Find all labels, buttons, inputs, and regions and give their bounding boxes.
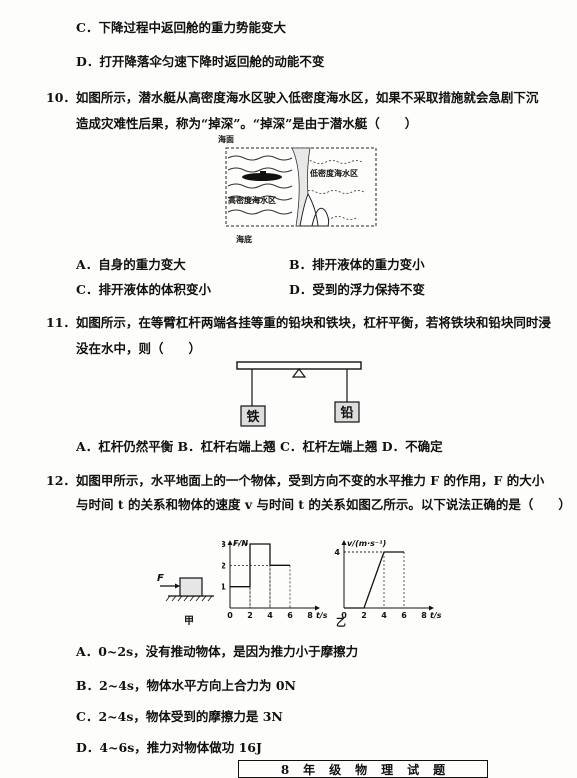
y-tick-label: 4: [334, 548, 340, 557]
q12-graphs: F/N t/s 0 2 4 6 8 1 2 3 v/(m·s⁻¹) t/s 0 2 4 6 8 4 乙: [222, 539, 442, 629]
q12-option-a: A．0~2s，没有推动物体，是因为推力小于摩擦力: [76, 644, 359, 659]
x-tick-label: 4: [267, 611, 273, 620]
series-line: [344, 551, 404, 609]
q11-options: A．杠杆仍然平衡 B．杠杆右端上翘 C．杠杆左端上翘 D．不确定: [76, 439, 443, 454]
y-axis-label: v/(m·s⁻¹): [347, 539, 386, 548]
y-tick-label: 1: [222, 583, 226, 592]
label-sea-surface: 海面: [218, 134, 234, 144]
x-axis-label: t/s: [316, 611, 328, 620]
q12-block-figure: F 甲: [157, 573, 214, 627]
y-tick-label: 3: [222, 540, 226, 549]
q12-option-d: D．4~6s，推力对物体做功 16J: [76, 740, 262, 755]
label-seabed: 海底: [236, 234, 252, 244]
q12-stem-line2: 与时间 t 的关系和物体的速度 v 与时间 t 的关系如图乙所示。以下说法正确的…: [76, 497, 571, 512]
caption-jia: 甲: [184, 615, 194, 627]
fulcrum: [291, 368, 307, 378]
iron-block: [240, 405, 266, 427]
iron-label: 铁: [245, 409, 259, 425]
x-tick-label: 8: [307, 611, 313, 620]
block: [179, 577, 203, 597]
q12-option-b: B．2~4s，物体水平方向上合力为 0N: [76, 678, 296, 693]
q10-option-c: C．排开液体的体积变小: [76, 282, 211, 297]
y-axis-arrow: [341, 540, 347, 545]
y-tick-label: 2: [222, 561, 226, 570]
x-tick-label: 4: [381, 611, 387, 620]
q10-option-b: B．排开液体的重力变小: [289, 257, 425, 272]
label-low-density: 低密度海水区: [309, 168, 358, 178]
q9-option-c: C．下降过程中返回舱的重力势能变大: [76, 20, 286, 35]
label-high-density: 高密度海水区: [228, 195, 276, 205]
q10-option-a: A．自身的重力变大: [76, 257, 186, 272]
x-tick-label: 2: [247, 611, 253, 620]
page-footer: 8年级物理试题: [238, 760, 488, 778]
q10-option-d: D．受到的浮力保持不变: [289, 282, 425, 297]
lead-label: 铅: [340, 405, 353, 421]
q11-stem-line1: 11．如图所示，在等臂杠杆两端各挂等重的铅块和铁块，杠杆平衡，若将铁块和铅块同时…: [46, 315, 551, 330]
force-time-chart: F/N t/s 0 2 4 6 8 1 2 3: [222, 539, 328, 620]
q11-lever-figure: 铁 铅: [236, 361, 362, 427]
x-tick-label: 2: [361, 611, 367, 620]
lever-beam: [236, 361, 362, 370]
lead-block: [334, 401, 360, 423]
q11-stem-line2: 没在水中，则（ ）: [76, 341, 202, 356]
q10-submarine-figure: 海面 低密度海水区 高密度海水区 海底: [218, 134, 377, 244]
submarine-icon: [242, 173, 282, 181]
x-axis-arrow: [429, 605, 434, 611]
x-tick-label: 6: [401, 611, 407, 620]
x-tick-label: 0: [227, 611, 233, 620]
q12-stem-line1: 12．如图甲所示，水平地面上的一个物体，受到方向不变的水平推力 F 的作用，F …: [46, 473, 545, 488]
y-axis-label: F/N: [233, 539, 248, 548]
q12-option-c: C．2~4s，物体受到的摩擦力是 3N: [76, 709, 283, 724]
x-axis-arrow: [315, 605, 320, 611]
q9-option-d: D．打开降落伞匀速下降时返回舱的动能不变: [76, 54, 325, 69]
x-tick-label: 6: [287, 611, 293, 620]
x-tick-label: 0: [341, 611, 347, 620]
caption-yi: 乙: [336, 617, 346, 629]
force-label: F: [157, 573, 164, 584]
q10-stem-line1: 10．如图所示，潜水艇从高密度海水区驶入低密度海水区，如果不采取措施就会急剧下沉: [46, 90, 539, 105]
velocity-time-chart: v/(m·s⁻¹) t/s 0 2 4 6 8 4: [334, 539, 441, 620]
q10-stem-line2: 造成灾难性后果，称为“掉深”。“掉深”是由于潜水艇（ ）: [76, 116, 418, 131]
footer-text: 8年级物理试题: [280, 762, 460, 777]
x-tick-label: 8: [421, 611, 427, 620]
x-axis-label: t/s: [430, 611, 442, 620]
